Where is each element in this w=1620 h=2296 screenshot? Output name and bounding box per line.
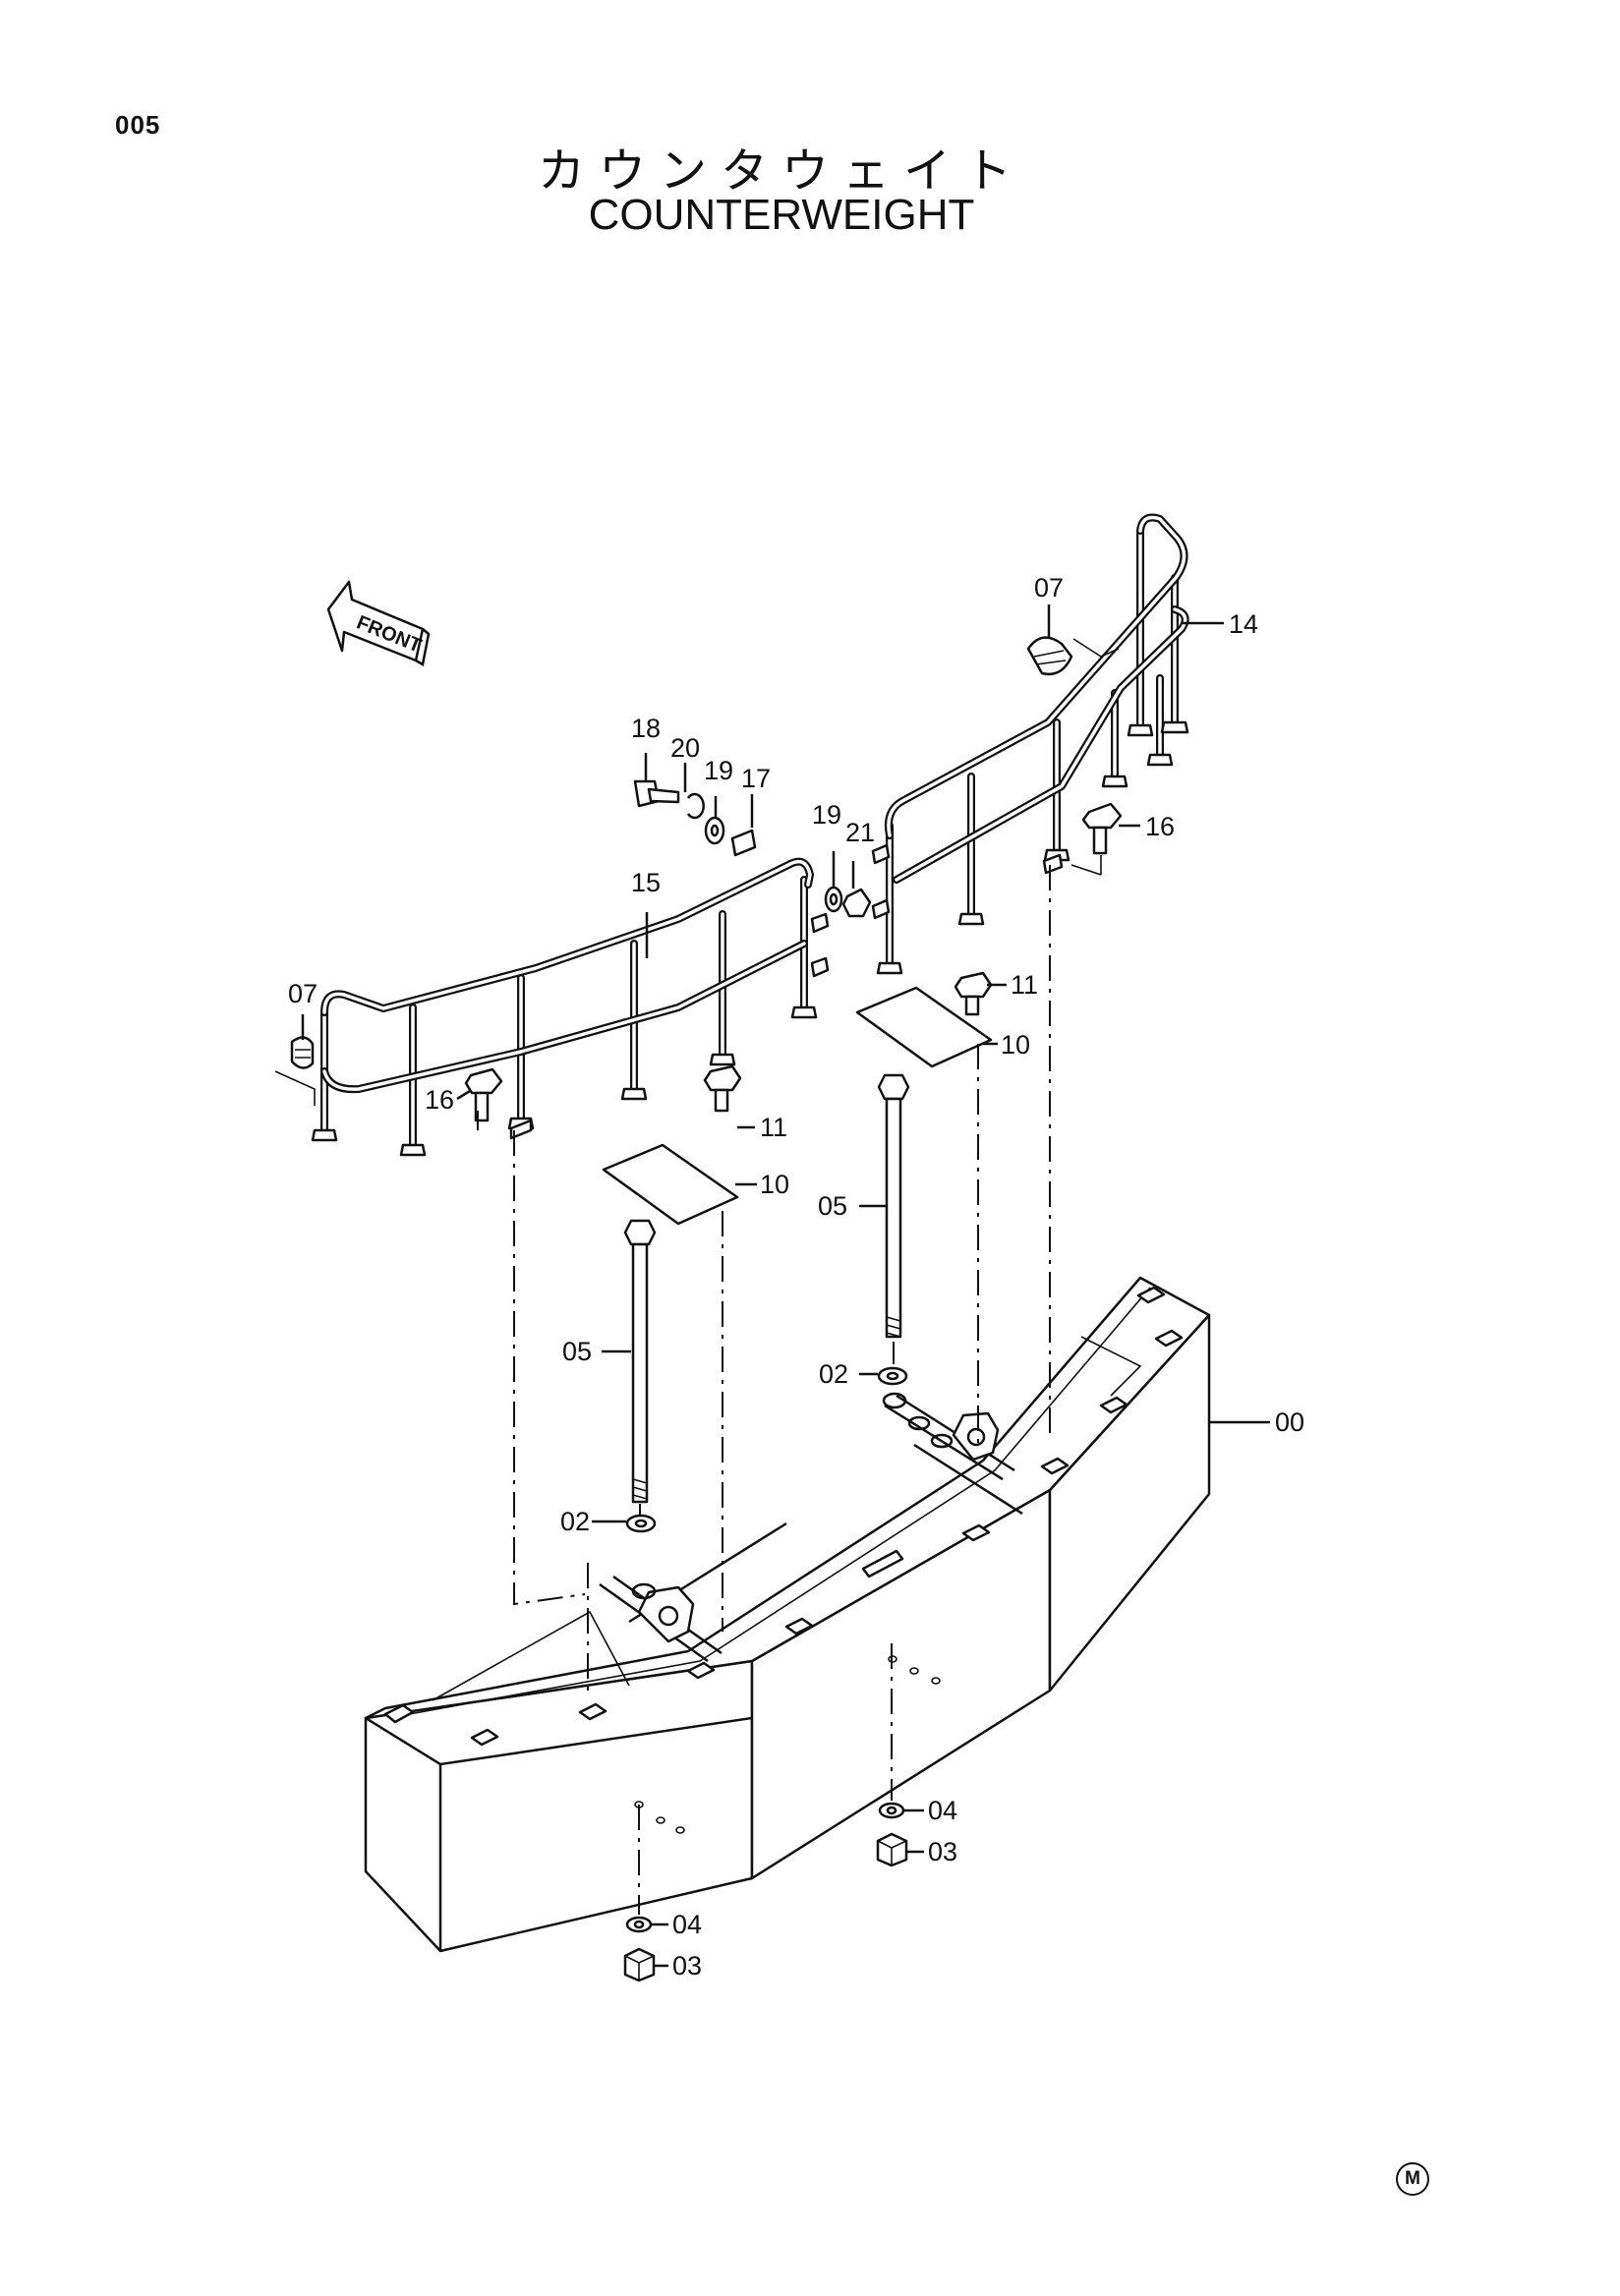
callout-07-right: 07: [1034, 573, 1064, 603]
front-arrow-icon: FRONT: [326, 580, 431, 666]
callout-04-right: 04: [928, 1796, 957, 1825]
callout-05-left: 05: [562, 1337, 592, 1366]
callout-00: 00: [1275, 1407, 1304, 1437]
callout-07-left: 07: [288, 979, 318, 1008]
callout-16-right: 16: [1145, 812, 1175, 841]
callout-05-right: 05: [818, 1191, 847, 1221]
callout-04-left: 04: [672, 1910, 702, 1939]
callout-14: 14: [1229, 609, 1258, 639]
callout-03-right: 03: [928, 1837, 957, 1866]
callout-11-right: 11: [1011, 970, 1038, 1000]
callout-15: 15: [631, 868, 661, 897]
callout-21: 21: [845, 818, 875, 847]
callout-20: 20: [670, 733, 700, 763]
right-handrail: [871, 513, 1189, 975]
leader-lines: [301, 604, 1270, 1968]
page-number: 005: [115, 110, 161, 140]
callout-16-left: 16: [425, 1085, 454, 1115]
callout-19-mid: 19: [812, 800, 841, 830]
callout-10-left: 10: [760, 1170, 789, 1199]
hardware-parts: [290, 636, 1123, 1982]
assembly-lines: [274, 638, 1120, 1915]
counterweight-body: [364, 1276, 1211, 1953]
callout-02-left: 02: [560, 1507, 590, 1536]
callout-19-top: 19: [704, 756, 733, 785]
title-japanese: カウンタウェイト: [537, 144, 1025, 199]
callout-labels: 07 14 18 20 19 17 19 21 16 15 07 11 10 1…: [288, 573, 1304, 1980]
callout-10-right: 10: [1001, 1030, 1030, 1060]
callout-02-right: 02: [819, 1359, 848, 1389]
publication-marker: M: [1396, 2162, 1429, 2196]
left-handrail: [311, 857, 830, 1157]
title-english: COUNTERWEIGHT: [588, 191, 975, 239]
callout-11-left: 11: [760, 1113, 787, 1142]
callout-17: 17: [741, 764, 771, 793]
callout-18: 18: [631, 714, 661, 743]
callout-03-left: 03: [672, 1951, 702, 1980]
